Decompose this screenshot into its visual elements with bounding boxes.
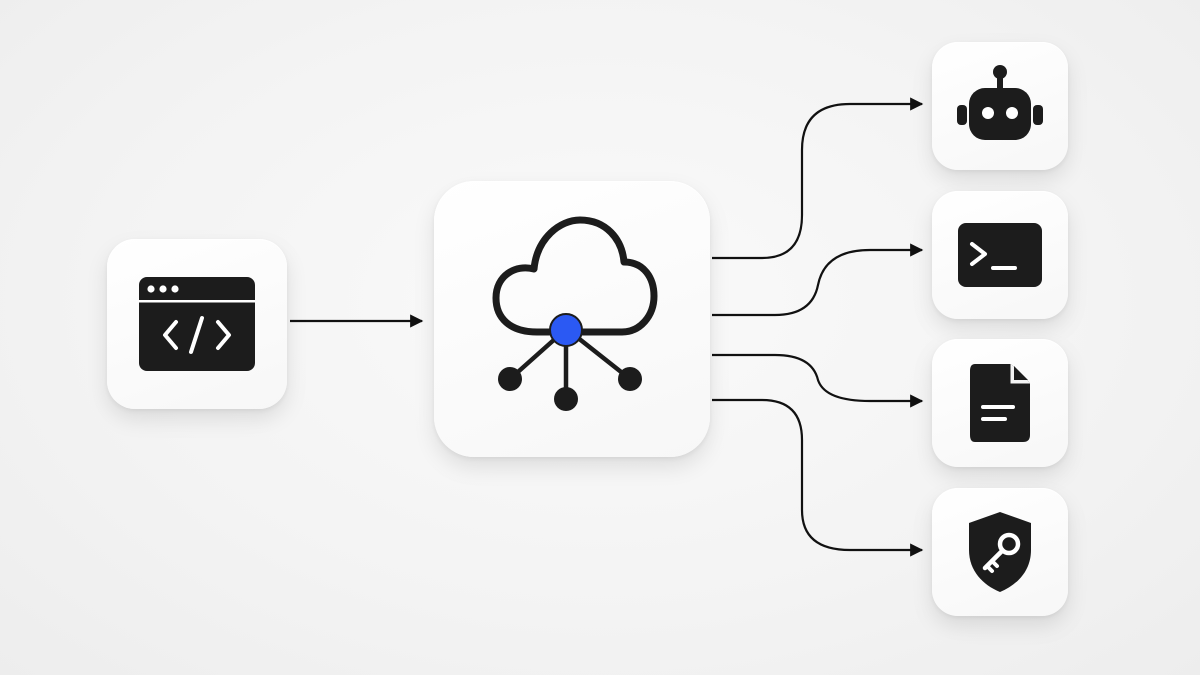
cloud-network-icon <box>492 216 658 411</box>
edge-hub-to-security <box>712 398 924 557</box>
network-node-bottom-icon <box>554 387 578 411</box>
terminal-icon <box>958 223 1042 287</box>
edge-hub-to-terminal <box>712 243 924 317</box>
code-window-icon <box>139 277 255 371</box>
network-node-left-icon <box>498 367 522 391</box>
edge-hub-to-agent <box>712 97 924 260</box>
hub-accent-dot-icon <box>549 313 583 347</box>
edge-hub-to-document <box>712 353 924 408</box>
document-icon <box>970 364 1030 442</box>
agent-node[interactable] <box>932 42 1068 170</box>
terminal-node[interactable] <box>932 191 1068 319</box>
document-node[interactable] <box>932 339 1068 467</box>
source-node[interactable] <box>107 239 287 409</box>
hub-node[interactable] <box>434 181 710 457</box>
robot-icon <box>957 65 1043 140</box>
security-node[interactable] <box>932 488 1068 616</box>
shield-key-icon <box>969 512 1031 592</box>
network-node-right-icon <box>618 367 642 391</box>
